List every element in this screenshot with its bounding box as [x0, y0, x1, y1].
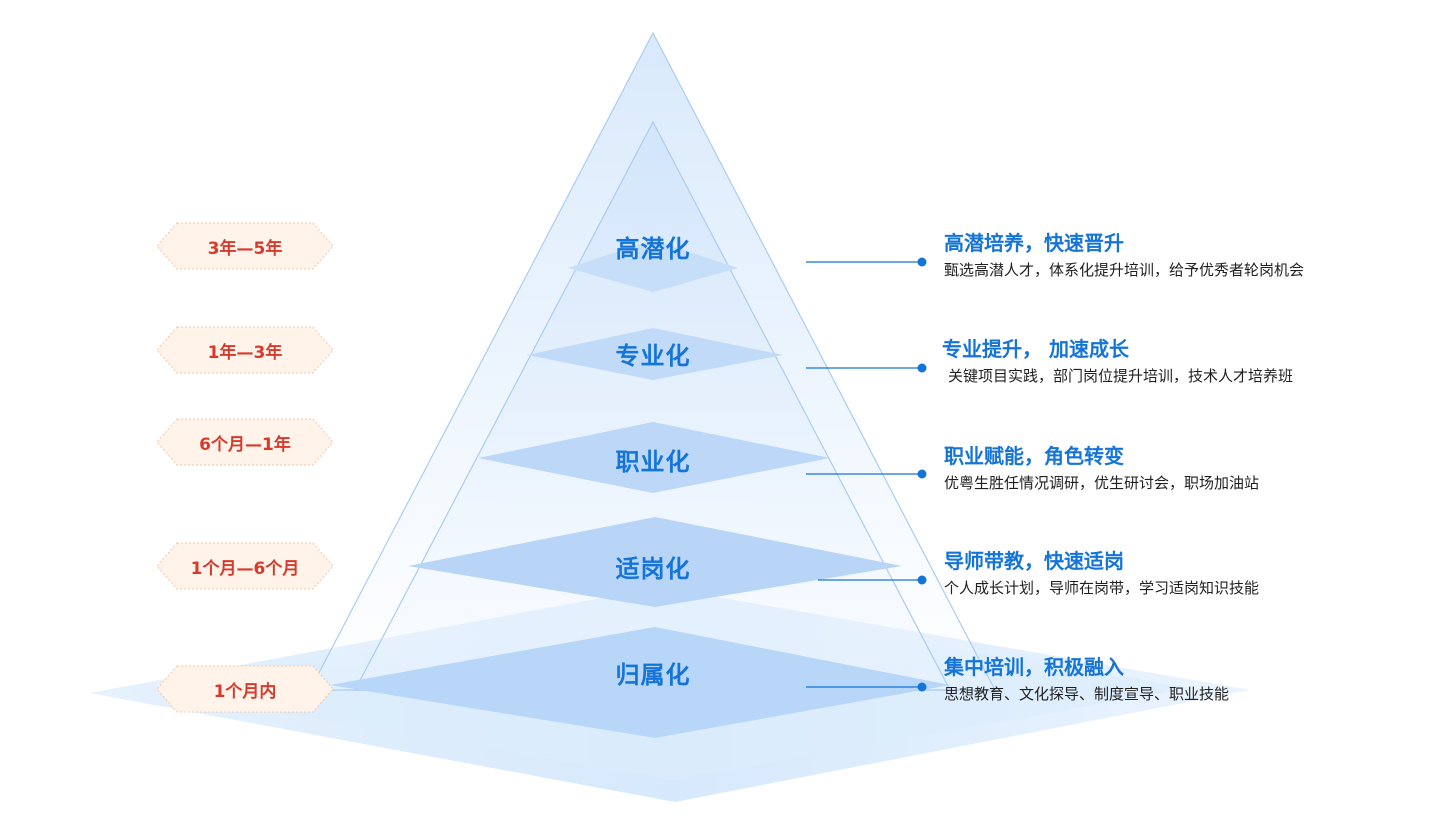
- period-label-4: 1个月—6个月: [190, 558, 300, 579]
- period-badge-shape-5: [156, 665, 334, 713]
- stage-name-5: 归属化: [615, 661, 691, 689]
- period-badge-shape-3: [156, 418, 334, 466]
- stage-info-desc-2: 关键项目实践，部门岗位提升培训，技术人才培养班: [948, 367, 1294, 385]
- connector-dot-1: [917, 257, 927, 267]
- stage-name-2: 专业化: [615, 342, 691, 370]
- stage-info-desc-3: 优粤生胜任情况调研，优生研讨会，职场加油站: [944, 474, 1260, 492]
- stage-info-1: 高潜培养，快速晋升 甄选高潜人才，体系化提升培训，给予优秀者轮岗机会: [944, 230, 1414, 281]
- diamond-stage-5: [330, 627, 950, 738]
- period-badge-shape-2: [156, 326, 334, 374]
- stage-name-4: 适岗化: [615, 555, 691, 583]
- period-badge-4: 1个月—6个月: [157, 543, 333, 589]
- stage-name-3: 职业化: [615, 448, 691, 476]
- period-label-5: 1个月内: [213, 681, 277, 702]
- period-badge-shape-1: [156, 222, 334, 270]
- stage-info-desc-5: 思想教育、文化探导、制度宣导、职业技能: [944, 685, 1230, 703]
- connector-dot-5: [917, 682, 927, 692]
- connector-dot-2: [917, 363, 927, 373]
- stage-info-desc-1: 甄选高潜人才，体系化提升培训，给予优秀者轮岗机会: [944, 261, 1305, 279]
- stage-name-1: 高潜化: [615, 235, 691, 263]
- period-badge-shape-4: [156, 542, 334, 590]
- period-badge-5: 1个月内: [157, 666, 333, 712]
- stage-info-desc-4: 个人成长计划，导师在岗带，学习适岗知识技能: [944, 579, 1260, 597]
- period-badge-3: 6个月—1年: [157, 419, 333, 465]
- diamond-stage-4: [408, 517, 902, 607]
- diamond-stage-3: [478, 422, 830, 493]
- diamond-stage-2: [527, 328, 783, 380]
- stage-info-title-5: 集中培训，积极融入: [944, 655, 1124, 679]
- period-label-2: 1年—3年: [207, 342, 283, 363]
- stage-info-title-3: 职业赋能，角色转变: [944, 444, 1124, 468]
- period-label-3: 6个月—1年: [199, 434, 291, 455]
- stage-info-2: 专业提升， 加速成长 关键项目实践，部门岗位提升培训，技术人才培养班: [942, 336, 1412, 387]
- diamond-stage-1: [568, 240, 738, 292]
- connector-dot-3: [917, 469, 927, 479]
- stage-info-title-2: 专业提升， 加速成长: [942, 337, 1129, 361]
- period-label-1: 3年—5年: [207, 238, 283, 259]
- stage-info-title-1: 高潜培养，快速晋升: [944, 231, 1124, 255]
- stage-info-4: 导师带教，快速适岗 个人成长计划，导师在岗带，学习适岗知识技能: [944, 548, 1414, 599]
- stage-info-3: 职业赋能，角色转变 优粤生胜任情况调研，优生研讨会，职场加油站: [944, 443, 1414, 494]
- period-badge-2: 1年—3年: [157, 327, 333, 373]
- stage-info-title-4: 导师带教，快速适岗: [944, 549, 1124, 573]
- connector-dot-4: [917, 575, 927, 585]
- period-badge-1: 3年—5年: [157, 223, 333, 269]
- stage-info-5: 集中培训，积极融入 思想教育、文化探导、制度宣导、职业技能: [944, 654, 1414, 705]
